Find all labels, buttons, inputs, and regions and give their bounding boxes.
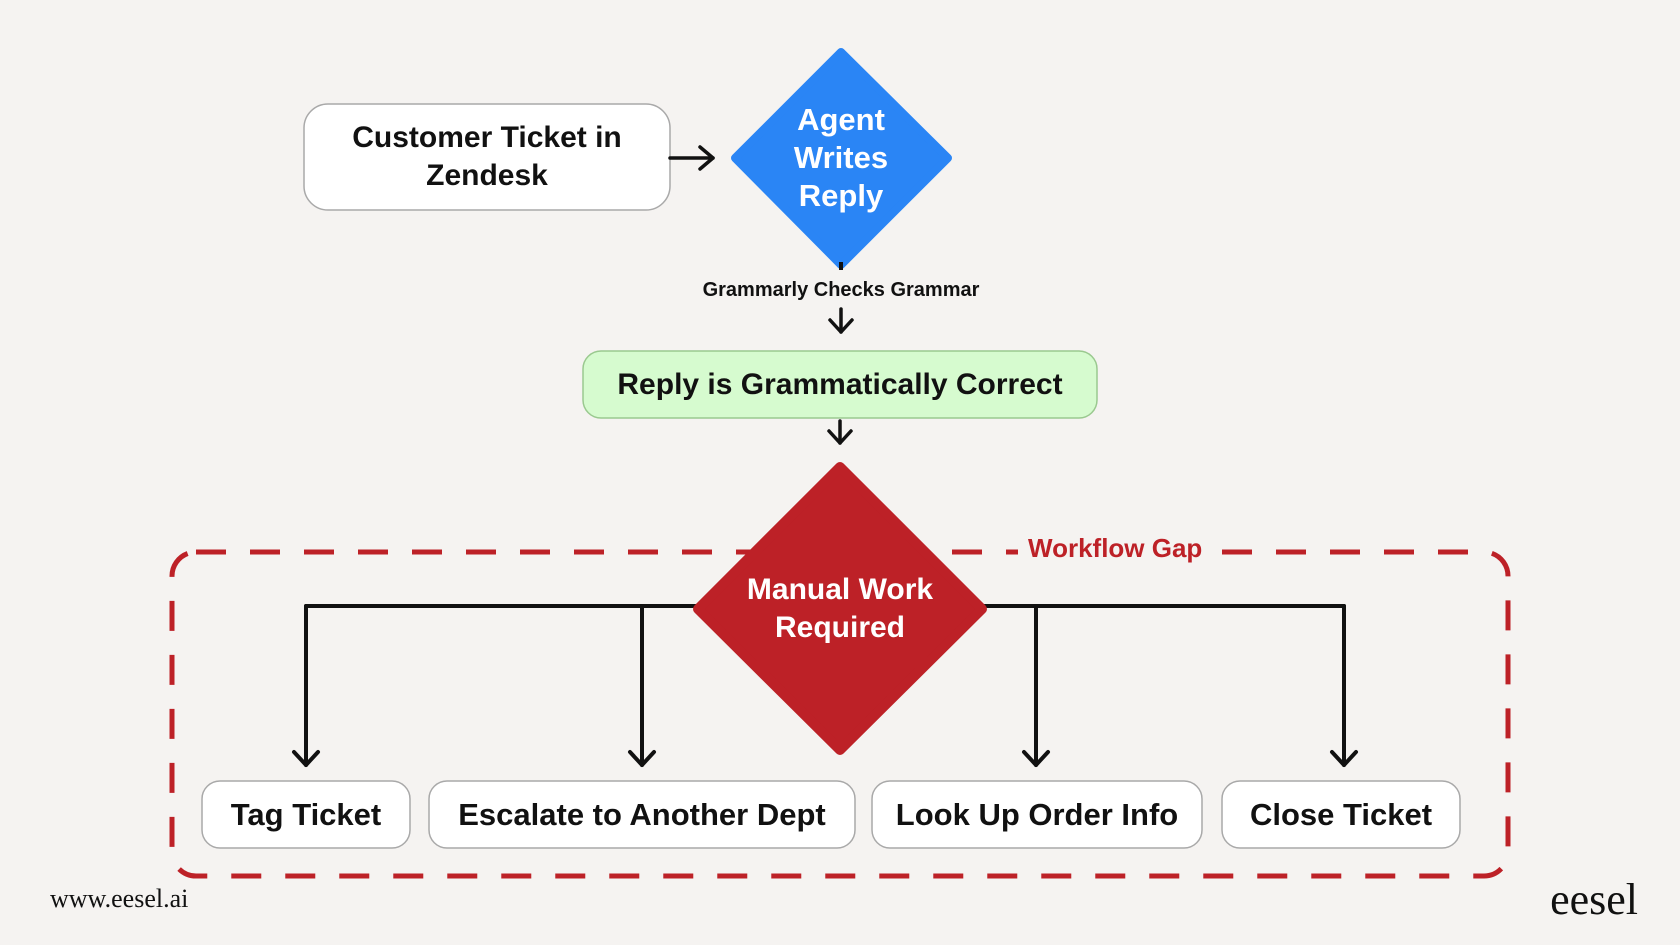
lookup-box: [871, 780, 1203, 849]
arrow-to-correct-reply: [828, 307, 854, 334]
workflow-gap-group: [169, 549, 1511, 879]
tag-ticket-box: [201, 780, 411, 849]
agent-writes-label: Agent Writes Reply: [793, 102, 889, 213]
close-ticket-label: Close Ticket: [1249, 796, 1433, 832]
customer-ticket-label: Customer Ticket in Zendesk: [352, 121, 622, 192]
manual-work-label: Manual Work Required: [746, 573, 934, 644]
escalate-box: [428, 780, 856, 849]
workflow-gap-label: Workflow Gap: [1018, 533, 1213, 564]
footer-url: www.eesel.ai: [50, 884, 189, 913]
branch-lines: [292, 604, 1358, 767]
tag-ticket-label: Tag Ticket: [230, 796, 382, 832]
reply-correct-box: [582, 350, 1098, 419]
escalate-label: Escalate to Another Dept: [458, 796, 826, 832]
close-ticket-box: [1221, 780, 1461, 849]
grammarly-checks-label: Grammarly Checks Grammar: [702, 279, 980, 301]
brand-logo: eesel: [1550, 875, 1638, 924]
lookup-label: Look Up Order Info: [895, 796, 1179, 832]
arrow-to-manual-work: [827, 419, 853, 445]
manual-work-diamond: [693, 462, 987, 755]
reply-correct-label: Reply is Grammatically Correct: [617, 367, 1063, 401]
arrow-ticket-to-agent: [668, 145, 715, 171]
